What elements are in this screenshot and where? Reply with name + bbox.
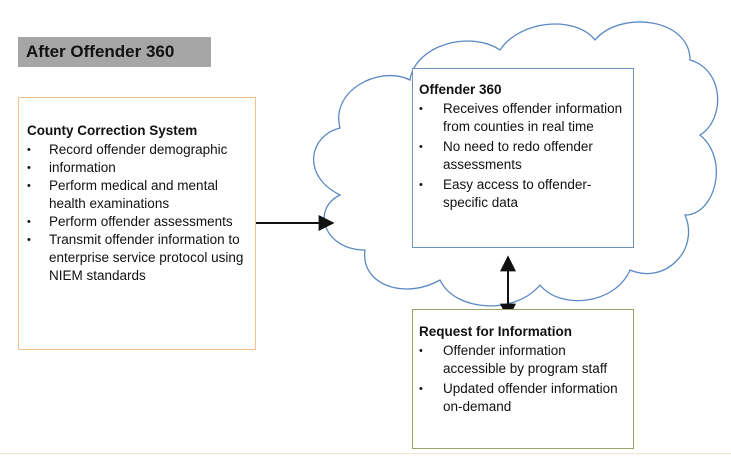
county-bullet: Record offender demographic xyxy=(27,141,249,159)
county-bullet: Transmit offender information to enterpr… xyxy=(27,231,249,285)
county-heading: County Correction System xyxy=(27,123,198,138)
county-bullet: Perform offender assessments xyxy=(27,213,249,231)
rfi-bullet: Updated offender information on-demand xyxy=(419,380,627,416)
offender360-bullet: Easy access to offender-specific data xyxy=(419,176,627,212)
page-title: After Offender 360 xyxy=(26,42,175,61)
request-info-box: Request for Information Offender informa… xyxy=(412,309,634,449)
offender360-box: Offender 360 Receives offender informati… xyxy=(412,68,634,248)
title-bar: After Offender 360 xyxy=(18,37,211,67)
rfi-heading: Request for Information xyxy=(419,324,573,339)
offender360-bullet-list: Receives offender information from count… xyxy=(419,100,627,212)
rfi-bullet: Offender information accessible by progr… xyxy=(419,342,627,378)
county-bullet-list: Record offender demographic information … xyxy=(27,141,249,285)
rfi-bullet-list: Offender information accessible by progr… xyxy=(419,342,627,416)
offender360-bullet: No need to redo offender assessments xyxy=(419,138,627,174)
offender360-heading: Offender 360 xyxy=(419,82,502,97)
county-bullet: Perform medical and mental health examin… xyxy=(27,177,249,213)
county-bullet: information xyxy=(27,159,249,177)
bottom-divider xyxy=(0,453,731,454)
county-correction-box: County Correction System Record offender… xyxy=(18,97,256,350)
offender360-bullet: Receives offender information from count… xyxy=(419,100,627,136)
